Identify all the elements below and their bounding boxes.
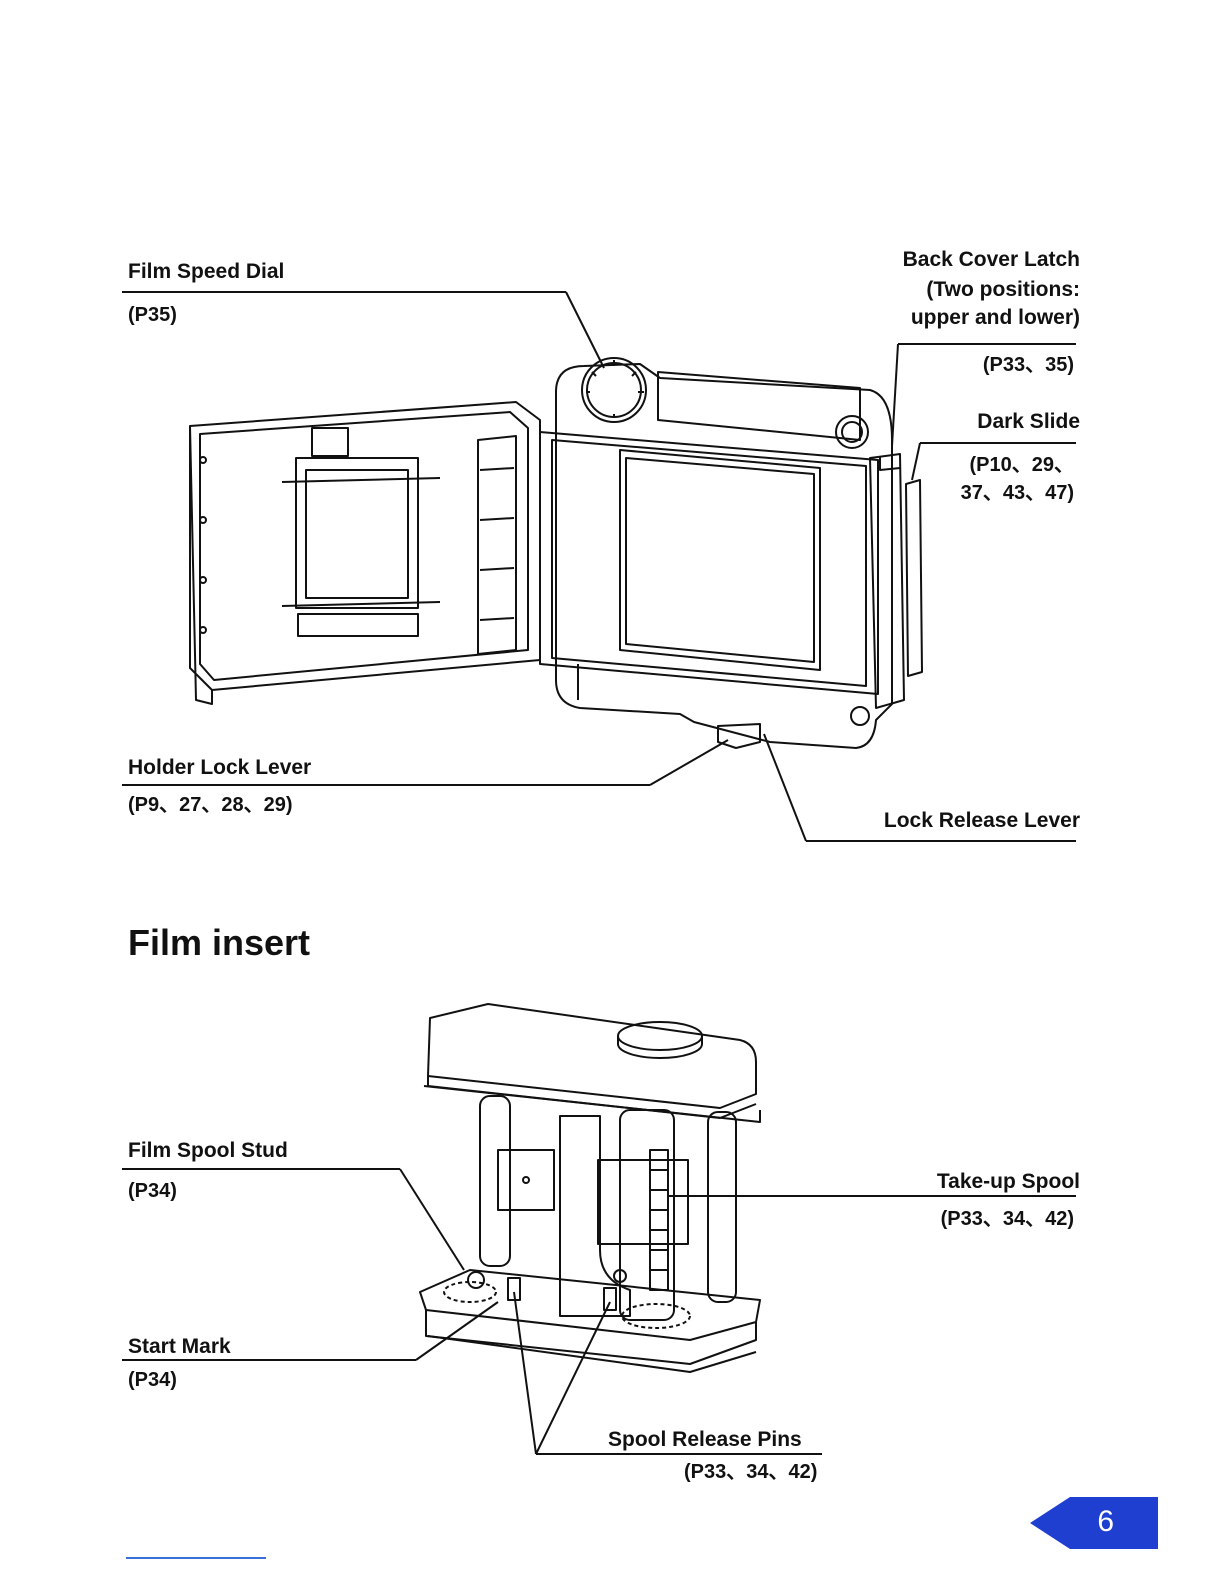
label-back-cover-latch-upper-lower: upper and lower) <box>911 304 1080 332</box>
footer-rule <box>126 1557 266 1559</box>
label-spool-release-pins: Spool Release Pins <box>608 1426 802 1454</box>
ref-film-spool-stud: (P34) <box>128 1178 177 1204</box>
label-dark-slide: Dark Slide <box>977 408 1080 436</box>
label-back-cover-latch-positions: (Two positions: <box>926 276 1080 304</box>
ref-film-speed-dial: (P35) <box>128 302 177 328</box>
label-film-spool-stud: Film Spool Stud <box>128 1137 288 1165</box>
ref-take-up-spool: (P33、34、42) <box>941 1206 1074 1232</box>
label-start-mark: Start Mark <box>128 1333 231 1361</box>
label-lock-release-lever: Lock Release Lever <box>884 807 1080 835</box>
ref-spool-release-pins: (P33、34、42) <box>684 1459 817 1485</box>
label-holder-lock-lever: Holder Lock Lever <box>128 754 311 782</box>
page-number-tab: 6 <box>1030 1497 1158 1549</box>
ref-back-cover-latch: (P33、35) <box>983 352 1074 378</box>
back-door-illustration <box>190 402 540 704</box>
label-film-speed-dial: Film Speed Dial <box>128 258 284 286</box>
label-take-up-spool: Take-up Spool <box>937 1168 1080 1196</box>
section-title: Film insert <box>128 922 310 964</box>
film-insert-illustration <box>420 1004 760 1372</box>
page-tab-shape <box>1030 1497 1158 1549</box>
holder-body-illustration <box>540 364 922 748</box>
film-speed-dial-illustration <box>582 358 646 422</box>
ref-dark-slide-2: 37、43、47) <box>961 480 1074 506</box>
ref-holder-lock-lever: (P9、27、28、29) <box>128 792 293 818</box>
page-number: 6 <box>1097 1505 1114 1539</box>
ref-dark-slide-1: (P10、29、 <box>970 452 1075 478</box>
label-back-cover-latch: Back Cover Latch <box>903 246 1080 274</box>
ref-start-mark: (P34) <box>128 1367 177 1393</box>
